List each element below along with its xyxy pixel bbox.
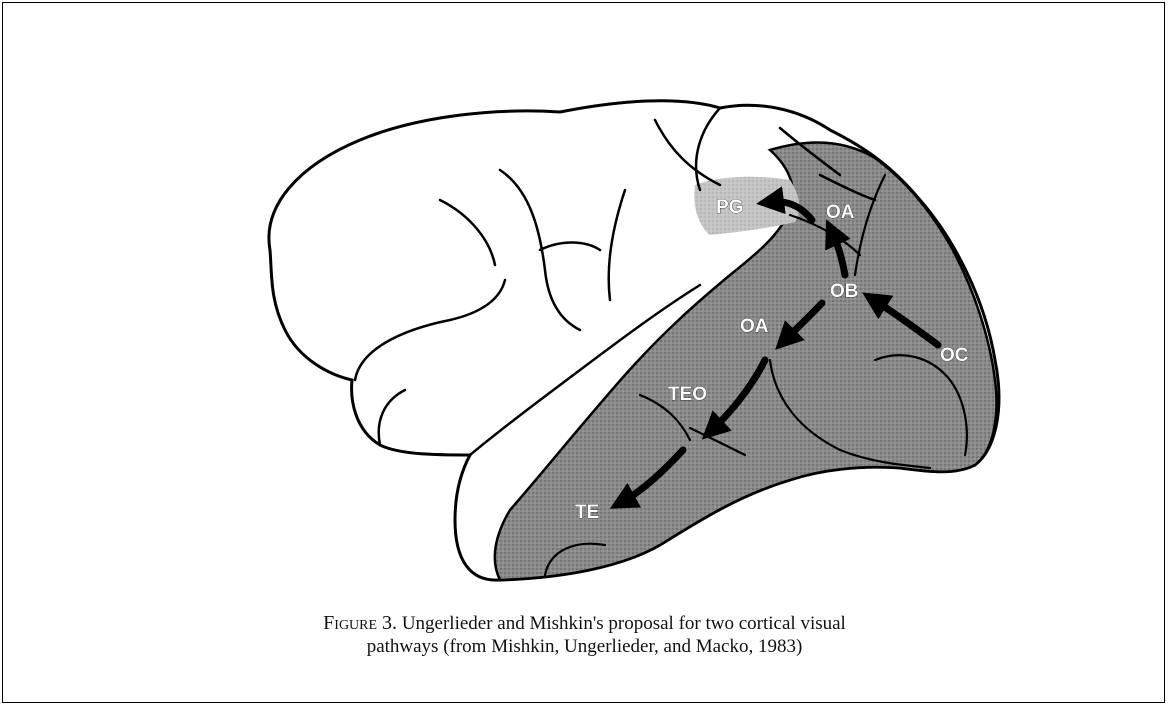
label-ob: OB <box>830 281 859 302</box>
caption-figure-label: Figure 3. <box>323 612 397 634</box>
label-oa-upper: OA <box>826 202 855 223</box>
figure-caption: Figure 3. Ungerlieder and Mishkin's prop… <box>0 612 1169 658</box>
caption-line-1: Figure 3. Ungerlieder and Mishkin's prop… <box>0 612 1169 635</box>
label-te: TE <box>575 502 599 523</box>
label-oa-lower: OA <box>740 316 769 337</box>
caption-text-1: Ungerlieder and Mishkin's proposal for t… <box>402 613 846 634</box>
label-teo: TEO <box>668 384 707 405</box>
caption-line-2: pathways (from Mishkin, Ungerlieder, and… <box>0 635 1169 658</box>
label-oc: OC <box>940 345 969 366</box>
label-pg: PG <box>716 197 743 218</box>
